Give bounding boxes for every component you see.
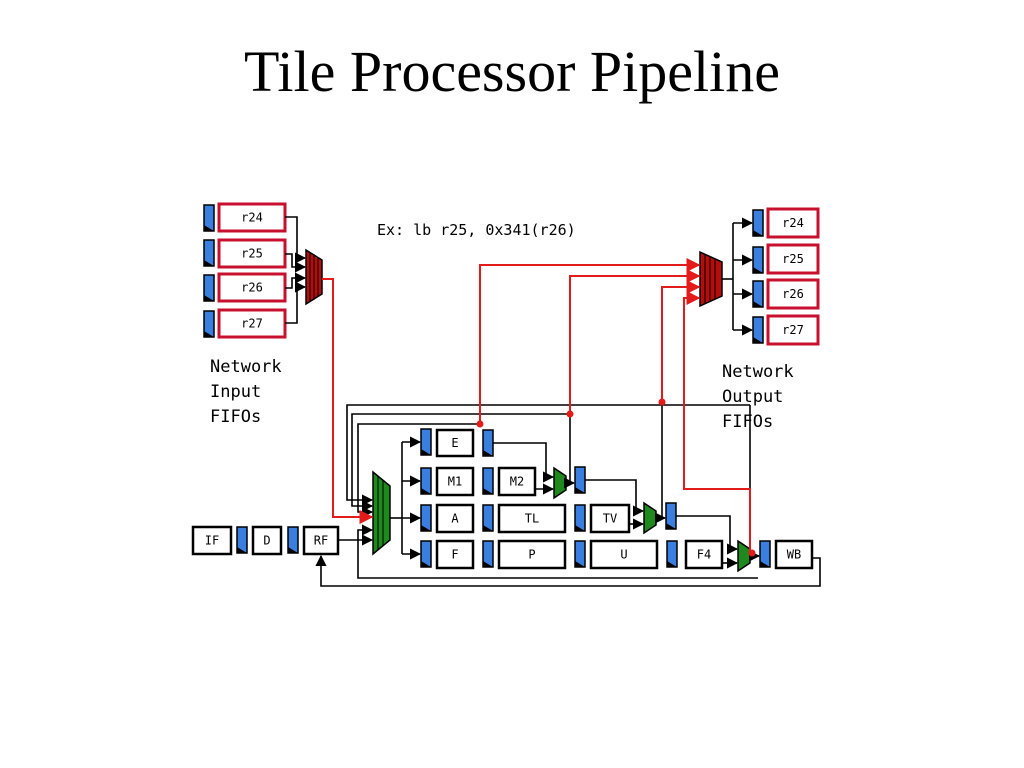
output-label-line: Network [722, 362, 794, 382]
input-fifo-box [217, 202, 287, 233]
input-fifo-register [203, 310, 215, 338]
slide-title: Tile Processor Pipeline [244, 39, 780, 104]
stage-e-label: E [451, 436, 458, 450]
output-fifo-box [766, 207, 820, 239]
stage-f [435, 539, 475, 570]
output-fifo-register [752, 316, 764, 344]
output-fifo-register [752, 280, 764, 308]
output-fifo-register [752, 246, 764, 274]
stage-if [191, 525, 233, 556]
input-fifo-register [203, 239, 215, 267]
stage-u-label: U [620, 548, 627, 562]
pipeline-register [420, 467, 432, 495]
front-end-stages: IF D RF [191, 525, 340, 556]
stage-tv-label: TV [603, 512, 617, 526]
pipeline-register [482, 467, 494, 495]
row-e: E [420, 428, 494, 458]
stage-f4-label: F4 [697, 548, 711, 562]
stage-p [497, 539, 567, 570]
stage-mux [643, 501, 657, 535]
pipeline-register [665, 502, 677, 530]
input-label-line: FIFOs [210, 407, 261, 427]
stage-m1 [435, 466, 475, 497]
pipeline-register [287, 526, 299, 554]
stage-d-label: D [263, 534, 270, 548]
junction-dot [658, 398, 666, 406]
stage-p-label: P [528, 548, 535, 562]
input-fifo-box [217, 272, 287, 303]
pipeline-register [420, 540, 432, 568]
junction-dots [476, 398, 756, 557]
stage-rf-label: RF [314, 534, 328, 548]
pipeline-register [482, 540, 494, 568]
row-m: M1 M2 [420, 466, 586, 500]
input-label-line: Network [210, 357, 282, 377]
input-fifo-label: r24 [241, 211, 263, 225]
output-fifo-wires [722, 217, 754, 336]
row-a: A TL TV [420, 501, 677, 535]
junction-dot [476, 420, 484, 428]
example-instruction: Ex: lb r25, 0x341(r26) [377, 221, 576, 239]
pipeline-register [666, 540, 678, 568]
stage-wb [774, 539, 814, 570]
output-mux [699, 250, 723, 308]
stage-mux [737, 539, 751, 573]
output-fifos: r24 r25 r26 r27 [752, 207, 820, 346]
junction-dot [566, 410, 574, 418]
pipeline-register [420, 504, 432, 532]
pipeline-register [236, 526, 248, 554]
stage-tl [497, 503, 567, 534]
stage-if-label: IF [205, 534, 219, 548]
input-label-line: Input [210, 382, 261, 402]
input-fifo-wires [285, 216, 307, 324]
output-fifo-box [766, 314, 820, 346]
input-fifo-register [203, 204, 215, 232]
bypass-mux [372, 470, 391, 556]
stage-m2 [497, 466, 537, 497]
stage-tl-label: TL [525, 512, 539, 526]
output-label-line: FIFOs [722, 412, 773, 432]
output-label-line: Output [722, 387, 783, 407]
output-fifo-label: r25 [782, 252, 804, 266]
input-fifos: r24 r25 r26 r27 [203, 202, 287, 339]
input-fifo-box [217, 238, 287, 269]
stage-m2-label: M2 [510, 475, 524, 489]
stage-a-label: A [451, 512, 459, 526]
input-fifo-label: r25 [241, 247, 263, 261]
input-fifo-label: r27 [241, 317, 263, 331]
row-f: F P U F4 WB [420, 539, 814, 573]
stage-u [589, 539, 659, 570]
pipeline-register [482, 429, 494, 457]
pipeline-register [574, 540, 586, 568]
network-paths [322, 258, 751, 553]
output-fifo-label: r27 [782, 323, 804, 337]
pipeline-register [574, 466, 586, 494]
junction-dot [748, 549, 756, 557]
input-mux [305, 248, 323, 306]
input-fifo-label: r26 [241, 281, 263, 295]
output-fifo-box [766, 278, 820, 310]
stage-a [435, 503, 475, 534]
stage-mux [553, 466, 567, 500]
output-fifo-label: r24 [782, 216, 804, 230]
pipeline-register [759, 540, 771, 568]
input-fifo-register [203, 274, 215, 302]
stage-f-label: F [451, 548, 458, 562]
output-fifo-box [766, 243, 820, 275]
stage-m1-label: M1 [448, 475, 462, 489]
stage-d [251, 525, 283, 556]
output-fifo-label: r26 [782, 287, 804, 301]
stage-tv [589, 503, 631, 534]
output-fifo-register [752, 209, 764, 237]
stage-f4 [684, 539, 724, 570]
pipeline-register [482, 504, 494, 532]
stage-wb-label: WB [787, 548, 801, 562]
stage-e [435, 428, 475, 458]
pipeline-register [574, 504, 586, 532]
pipeline-register [420, 428, 432, 456]
